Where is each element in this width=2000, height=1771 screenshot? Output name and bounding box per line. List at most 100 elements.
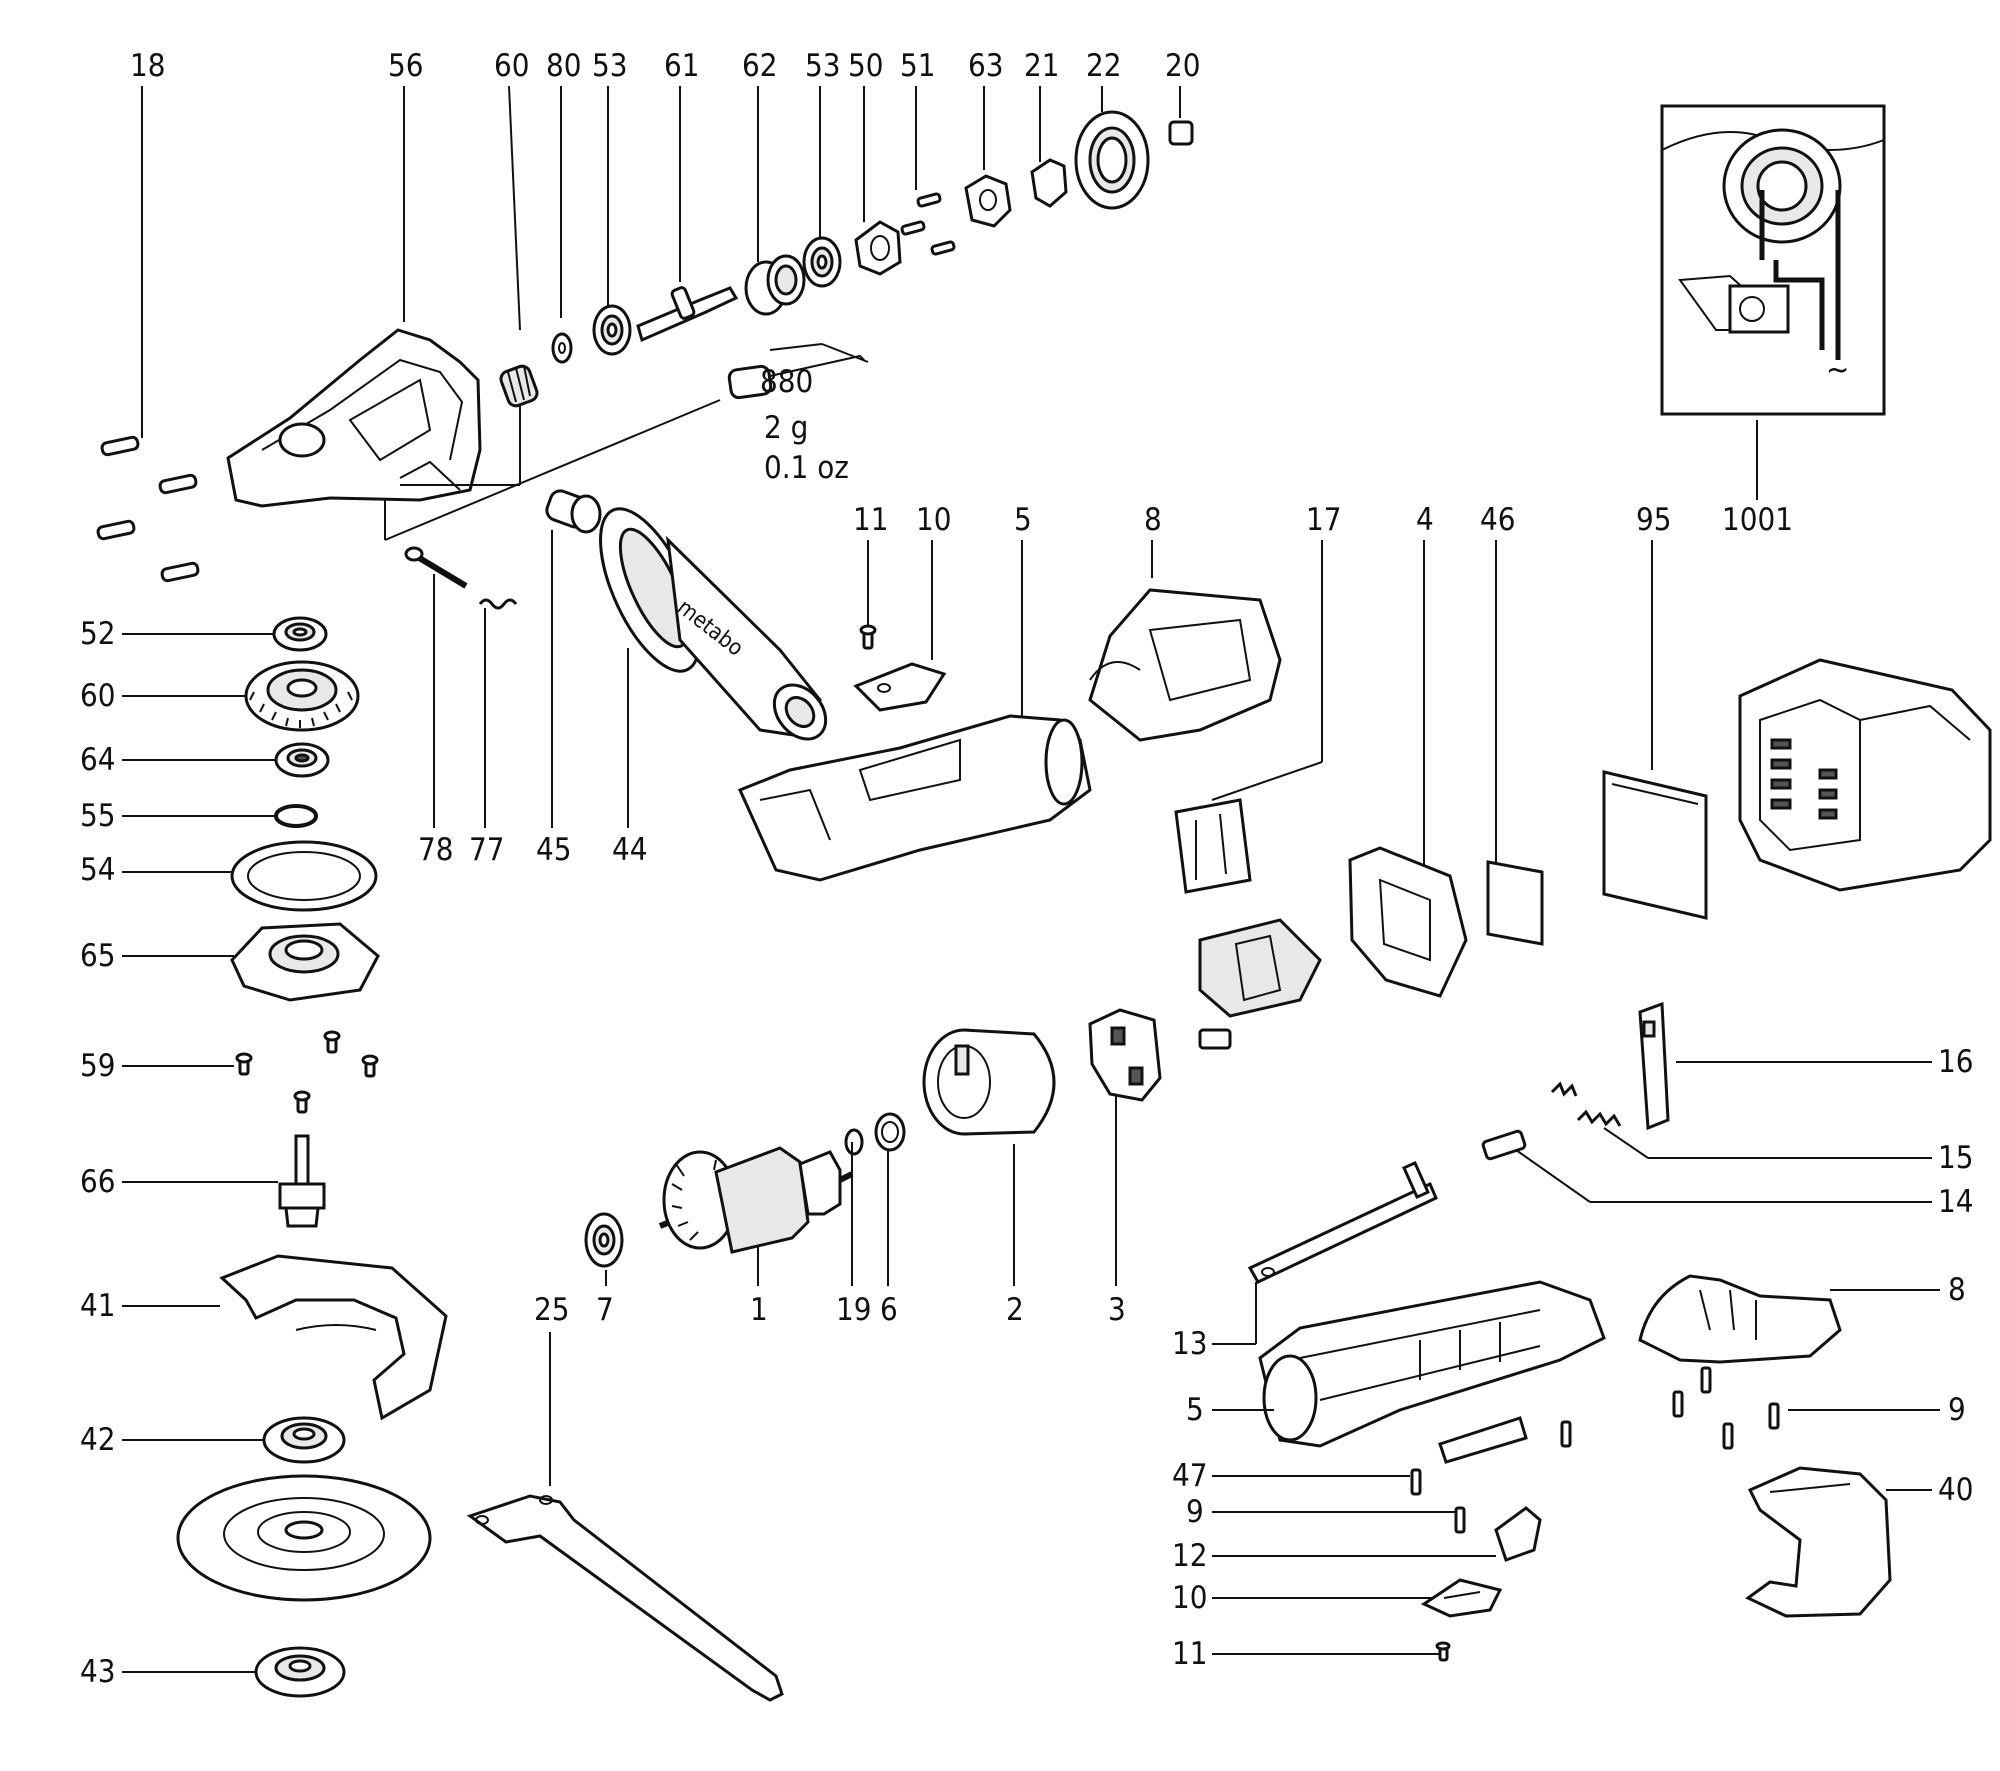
grease-code: 880 — [760, 364, 813, 400]
housing-lower-leaders — [1212, 1282, 1496, 1655]
part-53-bearing-a — [592, 304, 632, 356]
part-66-spindle — [278, 1134, 326, 1228]
callout-8-mid: 8 — [1144, 502, 1162, 538]
callout-40: 40 — [1938, 1472, 1973, 1508]
callout-66: 66 — [80, 1164, 115, 1200]
part-80-washer — [551, 332, 573, 364]
callout-61: 61 — [664, 48, 699, 84]
callout-62: 62 — [742, 48, 777, 84]
callout-3: 3 — [1108, 1292, 1126, 1328]
part-880-grease — [727, 343, 869, 400]
grease-leader — [384, 399, 721, 541]
part-grinding-disc — [176, 1474, 432, 1602]
part-1001-wiring-inset: ~ — [1660, 104, 1886, 416]
callout-6: 6 — [880, 1292, 898, 1328]
callout-44: 44 — [612, 832, 647, 868]
part-54-gasket — [230, 840, 378, 912]
part-56-gear-housing — [226, 328, 482, 508]
battery-contacts — [1770, 738, 1838, 820]
part-77-spring — [478, 598, 518, 610]
part-5-housing-lower — [1258, 1280, 1606, 1448]
armature-row-leaders — [549, 1088, 1117, 1486]
part-spring-upper — [1550, 1081, 1578, 1097]
callout-64: 64 — [80, 742, 115, 778]
part-21-lock — [1030, 158, 1068, 208]
part-55-circlip — [274, 804, 318, 828]
grease-weight-g: 2 g — [764, 410, 808, 446]
part-7-bearing — [584, 1212, 624, 1268]
under-head-leaders — [433, 530, 629, 828]
callout-47: 47 — [1172, 1458, 1207, 1494]
callout-7: 7 — [596, 1292, 614, 1328]
right-col-leaders — [1515, 1061, 1940, 1491]
mid-row-callouts: 11 10 5 8 17 4 46 95 1001 — [853, 502, 1793, 538]
callout-16: 16 — [1938, 1044, 1973, 1080]
callout-15: 15 — [1938, 1140, 1973, 1176]
callout-59: 59 — [80, 1048, 115, 1084]
callout-53-a: 53 — [592, 48, 627, 84]
callout-54: 54 — [80, 852, 115, 888]
callout-9-right: 9 — [1948, 1392, 1966, 1428]
part-41-guard — [219, 1254, 448, 1421]
callout-21: 21 — [1024, 48, 1059, 84]
callout-60-top: 60 — [494, 48, 529, 84]
part-13-switch-rod — [1247, 1160, 1438, 1284]
ac-symbol: ~ — [1826, 352, 1849, 388]
callout-5-lower: 5 — [1186, 1392, 1204, 1428]
part-45-bushing — [545, 489, 602, 534]
part-44-side-handle: metabo — [599, 507, 828, 741]
part-65-flange — [230, 922, 380, 1002]
part-60-crown-gear — [244, 660, 360, 732]
callout-65: 65 — [80, 938, 115, 974]
part-11-screw-lower — [1435, 1641, 1451, 1662]
part-10-cap-lower — [1420, 1578, 1503, 1618]
part-9-screws-lower — [1410, 1468, 1466, 1534]
callout-51: 51 — [900, 48, 935, 84]
callout-46: 46 — [1480, 502, 1515, 538]
housing-lower-callouts: 13 5 47 9 12 10 11 — [1172, 1326, 1207, 1672]
callout-52: 52 — [80, 616, 115, 652]
part-60-pinion — [499, 364, 539, 408]
callout-56: 56 — [388, 48, 423, 84]
callout-2: 2 — [1006, 1292, 1024, 1328]
callout-5-mid: 5 — [1014, 502, 1032, 538]
part-2-magnet-sleeve — [922, 1028, 1056, 1136]
callout-1: 1 — [750, 1292, 768, 1328]
part-62-sleeve — [744, 254, 806, 316]
callout-10-mid: 10 — [916, 502, 951, 538]
callout-78: 78 — [418, 832, 453, 868]
part-52-bearing — [272, 616, 328, 652]
part-11-screw-mid — [859, 624, 877, 650]
callout-60-left: 60 — [80, 678, 115, 714]
top-row-leaders — [141, 85, 1181, 438]
callout-4: 4 — [1416, 502, 1434, 538]
callout-18: 18 — [130, 48, 165, 84]
part-16-switch-slider — [1638, 1001, 1670, 1131]
part-53-bearing-b — [802, 236, 842, 288]
part-9-screws-right — [1560, 1366, 1780, 1450]
left-col-leaders — [122, 633, 278, 1673]
callout-17: 17 — [1306, 502, 1341, 538]
callout-11-mid: 11 — [853, 502, 888, 538]
part-18-screws — [96, 435, 200, 583]
callout-77: 77 — [469, 832, 504, 868]
callout-25: 25 — [534, 1292, 569, 1328]
part-40-end-cap — [1745, 1466, 1892, 1618]
part-5-motor-housing-upper — [737, 714, 1092, 882]
callout-9-lower: 9 — [1186, 1494, 1204, 1530]
part-8-cover-upper — [1088, 588, 1282, 742]
part-14-slider-pin — [1481, 1129, 1527, 1161]
callout-95: 95 — [1636, 502, 1671, 538]
part-20-clip — [1168, 120, 1194, 146]
top-row-callouts: 18 56 60 80 53 61 62 53 50 51 63 21 22 2… — [130, 48, 1200, 84]
part-61-shaft — [636, 286, 739, 343]
callout-1001: 1001 — [1722, 502, 1793, 538]
callout-80: 80 — [546, 48, 581, 84]
callout-63: 63 — [968, 48, 1003, 84]
part-3-brush-plate — [1088, 1008, 1162, 1102]
part-25-wrench — [466, 1494, 784, 1702]
part-6-bearing — [874, 1112, 906, 1152]
part-51-screws — [900, 192, 956, 256]
callout-43: 43 — [80, 1654, 115, 1690]
